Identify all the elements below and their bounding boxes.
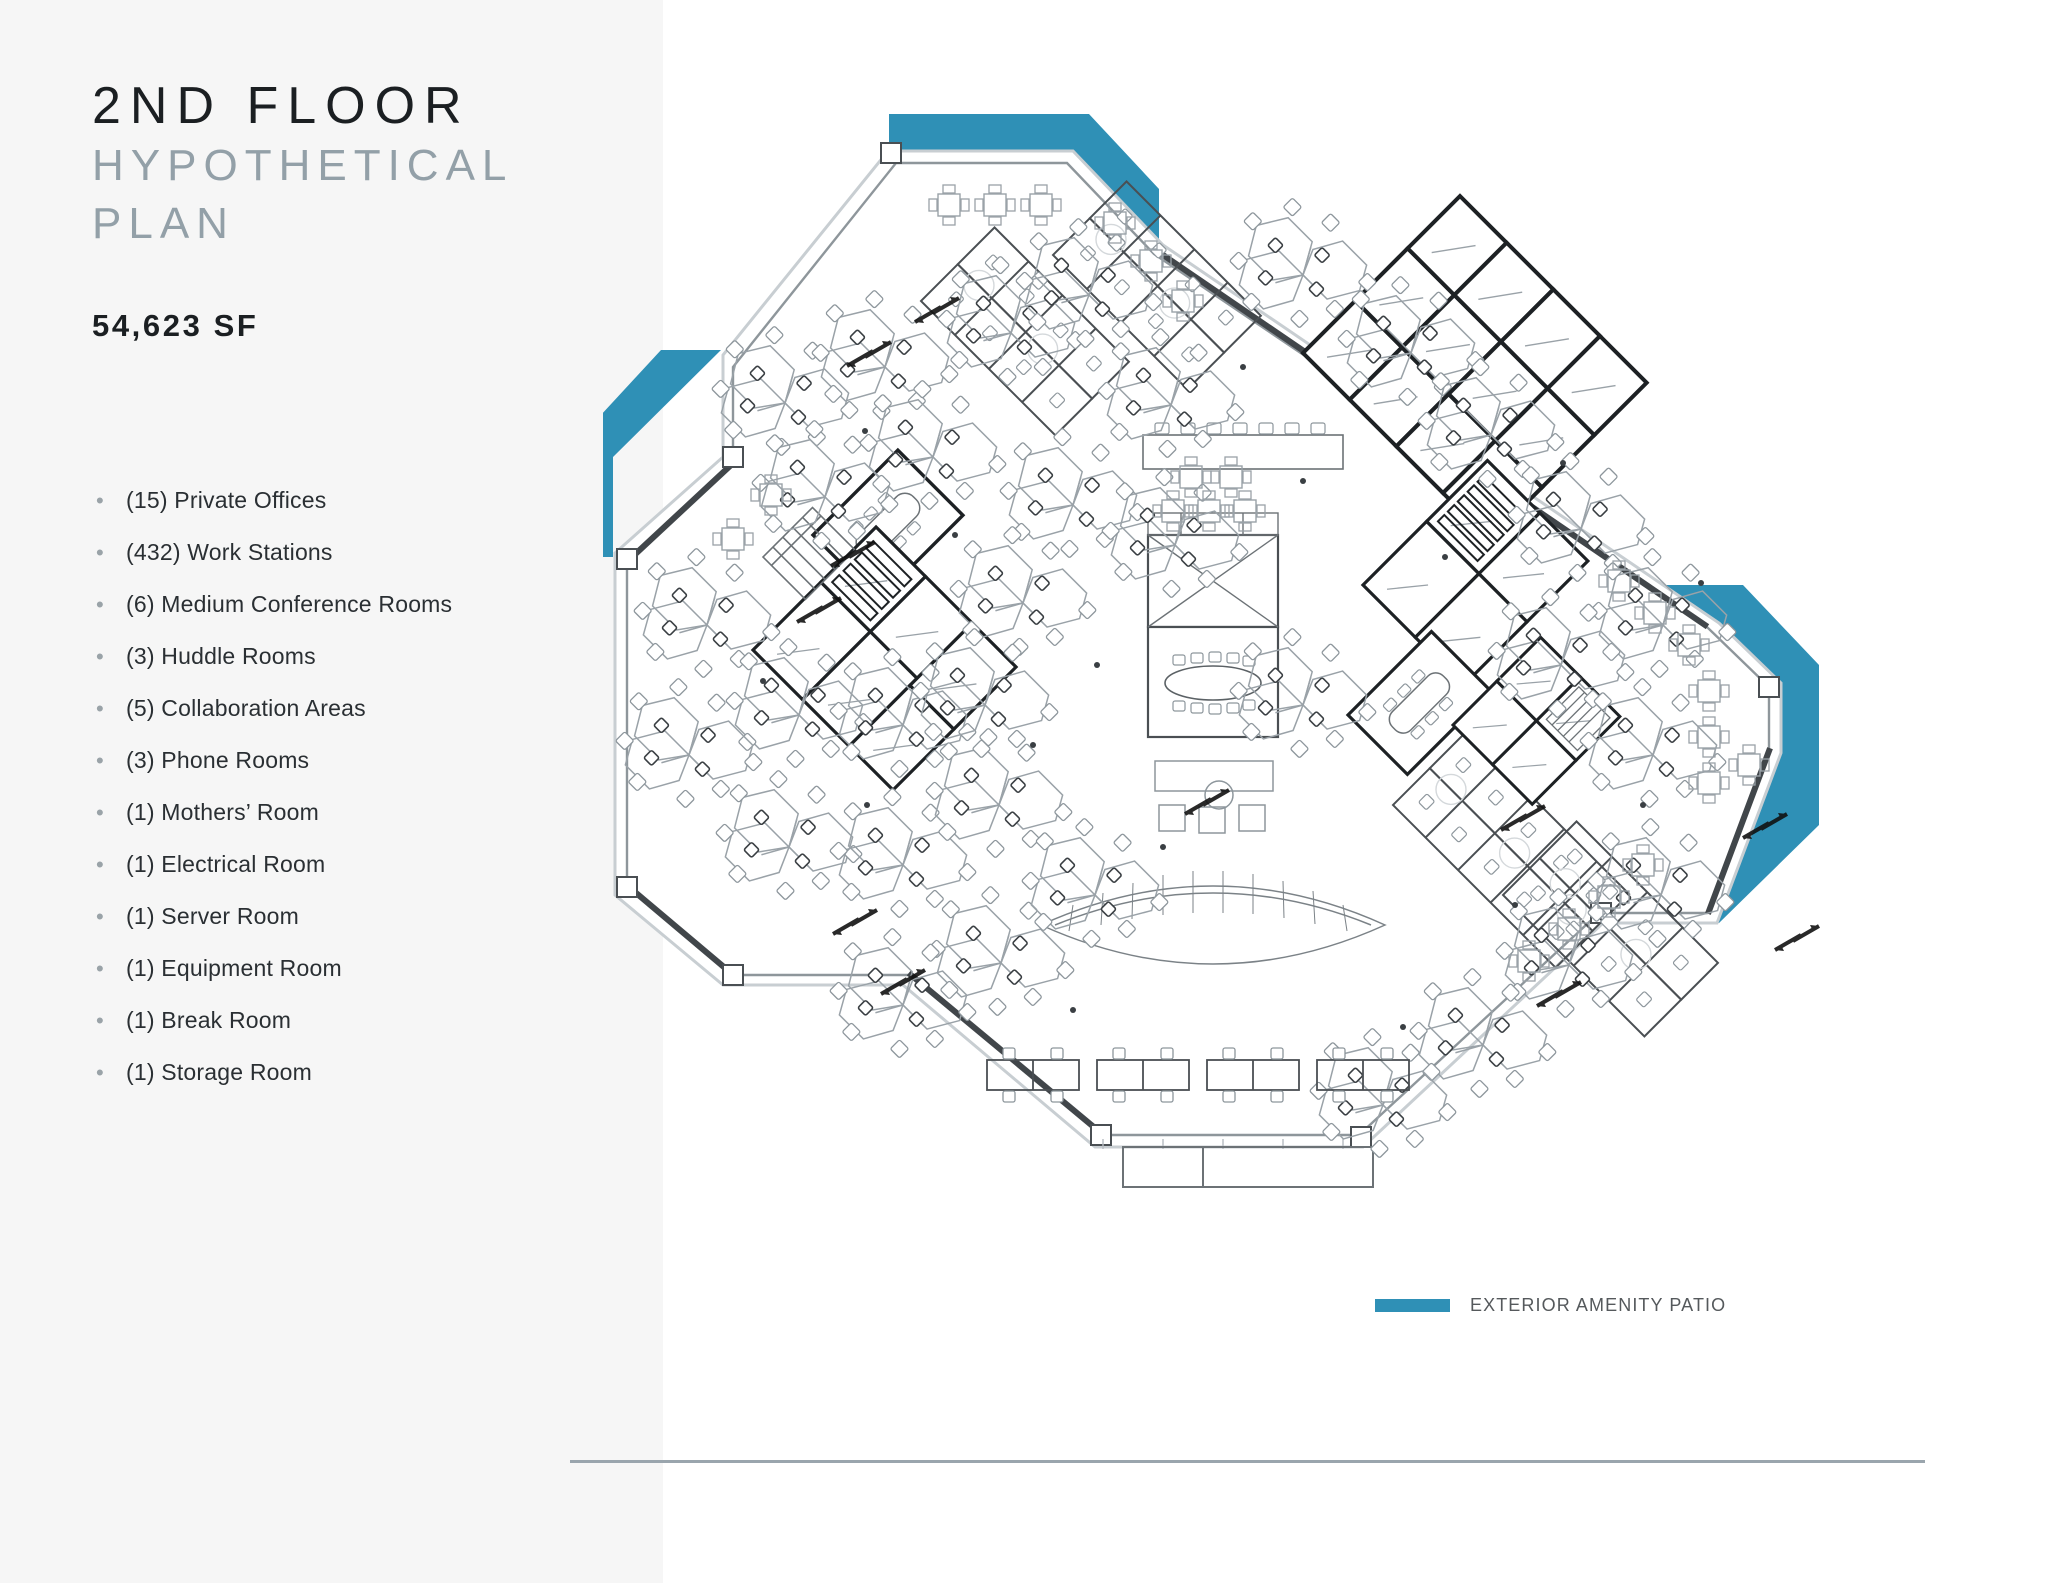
list-item: • (15) Private Offices [96,487,636,539]
list-item: • (6) Medium Conference Rooms [96,591,636,643]
list-item: • (1) Electrical Room [96,851,636,903]
list-item: • (3) Huddle Rooms [96,643,636,695]
patio-east [1647,585,1819,923]
title-block: 2ND FLOOR HYPOTHETICAL PLAN [92,78,632,250]
room-label: (1) Storage Room [126,1059,312,1085]
patio-north-east [889,114,1159,241]
total-area-label: 54,623 SF [92,308,259,343]
room-program-list: • (15) Private Offices • (432) Work Stat… [96,487,636,1111]
bullet-icon: • [96,540,104,565]
bullet-icon: • [96,592,104,617]
bullet-icon: • [96,1060,104,1085]
interior-detail-marks [760,364,1704,1030]
list-item: • (1) Server Room [96,903,636,955]
room-label: (6) Medium Conference Rooms [126,591,453,617]
page-subtitle-line1: HYPOTHETICAL [92,141,514,191]
floor-plan-area: EXTERIOR AMENITY PATIO [603,0,2048,1583]
bullet-icon: • [96,644,104,669]
bullet-icon: • [96,748,104,773]
bullet-icon: • [96,852,104,877]
bullet-icon: • [96,696,104,721]
list-item: • (1) Equipment Room [96,955,636,1007]
room-label: (1) Server Room [126,903,299,929]
floor-plan-drawing [603,114,1821,1190]
room-label: (3) Phone Rooms [126,747,310,773]
bullet-icon: • [96,1008,104,1033]
room-label: (1) Mothers’ Room [126,799,319,825]
patio-legend-label: EXTERIOR AMENITY PATIO [1470,1295,1727,1315]
list-item: • (5) Collaboration Areas [96,695,636,747]
legend: EXTERIOR AMENITY PATIO [1375,1295,1726,1316]
bullet-icon: • [96,800,104,825]
workstation-bank-northwest [919,226,1131,437]
room-label: (5) Collaboration Areas [126,695,366,721]
list-item: • (1) Break Room [96,1007,636,1059]
footer-divider [570,1460,1925,1463]
bullet-icon: • [96,904,104,929]
feature-stair [1039,871,1387,965]
page-title: 2ND FLOOR [92,77,471,135]
huddle-rooms-east [1450,635,1622,807]
workstation-bank-southeast-b [1501,820,1720,1038]
page-subtitle-line2: PLAN [92,199,235,249]
room-label: (432) Work Stations [126,539,333,565]
patio-legend-swatch [1375,1299,1450,1312]
room-label: (3) Huddle Rooms [126,643,316,669]
list-item: • (432) Work Stations [96,539,636,591]
room-label: (1) Equipment Room [126,955,342,981]
list-item: • (1) Mothers’ Room [96,799,636,851]
list-item: • (1) Storage Room [96,1059,636,1111]
info-sidebar: 2ND FLOOR HYPOTHETICAL PLAN 54,623 SF • … [0,0,663,1583]
room-label: (1) Break Room [126,1007,292,1033]
list-item: • (3) Phone Rooms [96,747,636,799]
conference-room-east [1345,629,1494,777]
patio-north-west [603,350,721,557]
bullet-icon: • [96,956,104,981]
room-label: (1) Electrical Room [126,851,326,877]
room-label: (15) Private Offices [126,487,327,513]
bullet-icon: • [96,488,104,513]
